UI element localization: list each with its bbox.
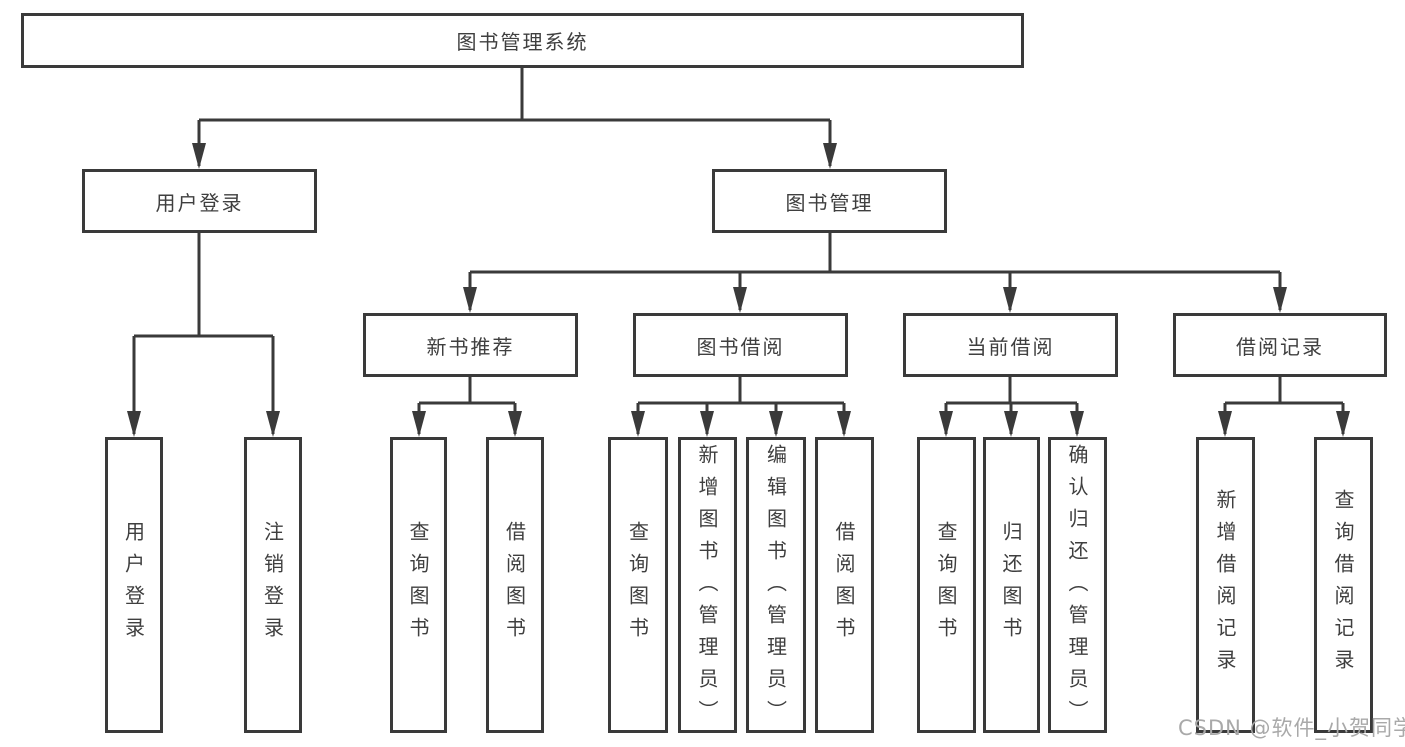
node-current-borrowing: 当前借阅 bbox=[903, 313, 1118, 377]
leaf-query-books-borrowing: 查询图书 bbox=[608, 437, 668, 733]
leaf-user-login: 用户登录 bbox=[105, 437, 163, 733]
leaf-query-borrow-record: 查询借阅记录 bbox=[1314, 437, 1373, 733]
leaf-add-book-admin: 新增图书（管理员） bbox=[678, 437, 737, 733]
leaf-confirm-return-admin: 确认归还（管理员） bbox=[1048, 437, 1107, 733]
leaf-borrow-books-recommend: 借阅图书 bbox=[486, 437, 544, 733]
node-borrow-records: 借阅记录 bbox=[1173, 313, 1387, 377]
node-book-borrowing: 图书借阅 bbox=[633, 313, 848, 377]
leaf-add-borrow-record: 新增借阅记录 bbox=[1196, 437, 1255, 733]
leaf-query-books-current: 查询图书 bbox=[917, 437, 976, 733]
csdn-watermark: CSDN @软件_小贺同学 bbox=[1178, 716, 1405, 740]
leaf-return-books: 归还图书 bbox=[983, 437, 1040, 733]
leaf-edit-book-admin: 编辑图书（管理员） bbox=[746, 437, 806, 733]
leaf-logout: 注销登录 bbox=[244, 437, 302, 733]
node-library-system: 图书管理系统 bbox=[21, 13, 1024, 68]
node-book-management: 图书管理 bbox=[712, 169, 947, 233]
node-new-book-recommend: 新书推荐 bbox=[363, 313, 578, 377]
leaf-query-books-recommend: 查询图书 bbox=[390, 437, 447, 733]
node-user-login: 用户登录 bbox=[82, 169, 317, 233]
leaf-borrow-books-borrowing: 借阅图书 bbox=[815, 437, 874, 733]
